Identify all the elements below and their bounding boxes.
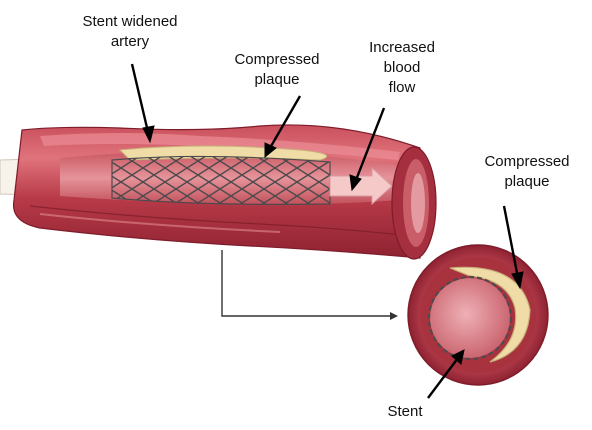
- cross-lumen: [430, 278, 510, 358]
- label-stent-widened-artery: Stent widened artery: [40, 12, 220, 52]
- label-line: Increased: [352, 38, 452, 58]
- label-increased-blood-flow: Increased blood flow: [352, 38, 452, 98]
- connector-arrow: [222, 250, 398, 320]
- label-compressed-plaque-side: Compressed plaque: [212, 50, 342, 90]
- label-line: blood: [352, 58, 452, 78]
- label-line: Stent widened: [40, 12, 220, 32]
- label-line: artery: [40, 32, 220, 52]
- stent-mesh-longitudinal: [112, 156, 330, 204]
- label-stent: Stent: [370, 402, 440, 422]
- label-line: plaque: [212, 70, 342, 90]
- artery-cross-section: [408, 245, 548, 385]
- label-line: Compressed: [462, 152, 592, 172]
- label-compressed-plaque-cross: Compressed plaque: [462, 152, 592, 192]
- label-line: plaque: [462, 172, 592, 192]
- label-line: Stent: [370, 402, 440, 422]
- label-line: flow: [352, 78, 452, 98]
- label-line: Compressed: [212, 50, 342, 70]
